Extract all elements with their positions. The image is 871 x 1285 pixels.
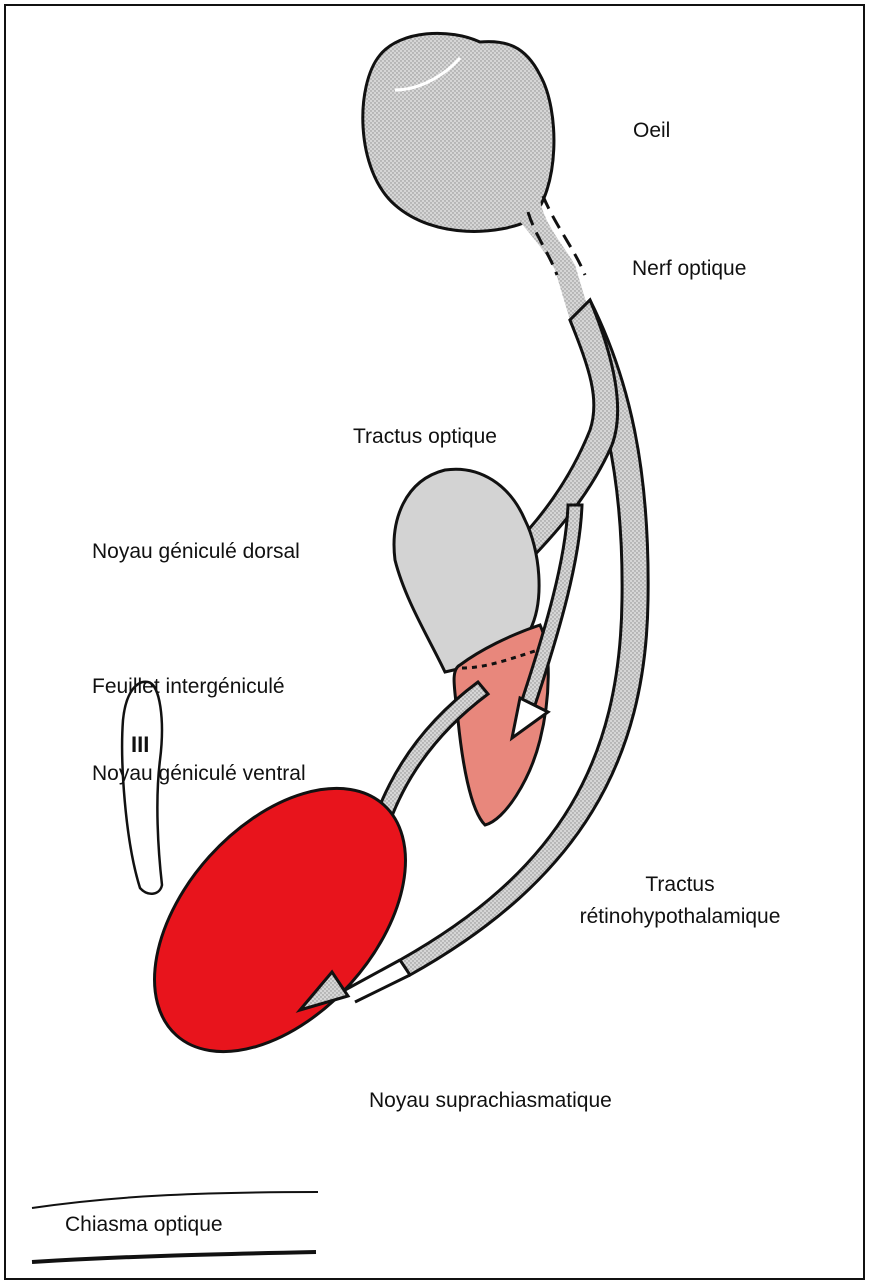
label-chiasma-optique: Chiasma optique <box>65 1212 223 1237</box>
label-tractus-line2: rétinohypothalamique <box>565 904 795 929</box>
third-ventricle-shape <box>122 682 162 894</box>
chiasma-upper-line <box>32 1192 318 1208</box>
label-oeil: Oeil <box>633 118 670 143</box>
label-tractus-line1: Tractus <box>620 872 740 897</box>
label-tractus-optique: Tractus optique <box>353 424 497 449</box>
label-noyau-geniculé-dorsal: Noyau géniculé dorsal <box>92 539 300 564</box>
label-noyau-suprachiasmatique: Noyau suprachiasmatique <box>369 1088 612 1113</box>
label-feuillet-intergeniculé: Feuillet intergéniculé <box>92 674 285 699</box>
label-nerf-optique: Nerf optique <box>632 256 746 281</box>
chiasma-lower-line <box>32 1252 316 1262</box>
label-noyau-geniculé-ventral: Noyau géniculé ventral <box>92 761 306 786</box>
label-ventricle-numeral: III <box>131 732 149 758</box>
eye-shape <box>363 33 554 231</box>
